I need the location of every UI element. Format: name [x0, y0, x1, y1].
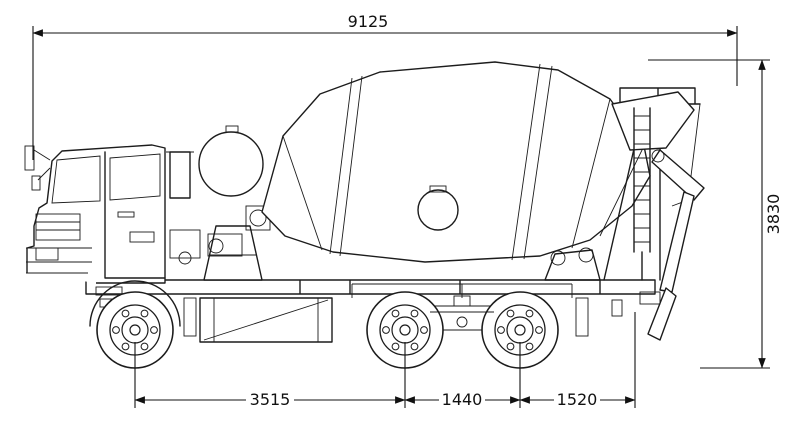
ladder [633, 107, 651, 281]
rear-frame [603, 87, 701, 281]
dimension-rear-overhang: 1520 [519, 390, 636, 409]
cab [24, 144, 201, 308]
dim-label-rear-overhang: 1520 [557, 390, 598, 409]
door-handle [117, 211, 135, 218]
pump-unit [169, 229, 201, 259]
door-window [109, 153, 161, 201]
mixer-drum [261, 61, 651, 263]
loading-hopper [611, 91, 695, 151]
dim-label-overall-length: 9125 [348, 12, 389, 31]
dimension-wheelbase: 3515 [134, 390, 406, 409]
drum-manhole [417, 189, 459, 231]
drum-roller-support [544, 247, 601, 281]
dimension-overall-height: 3830 [648, 59, 783, 369]
dimension-rear-axle-spacing: 1440 [404, 390, 521, 409]
mirror [24, 145, 35, 171]
dim-label-overall-height: 3830 [764, 194, 783, 235]
bottom-extension-lines [134, 312, 636, 408]
grille [35, 213, 81, 241]
mirror-arms [33, 149, 51, 181]
dim-label-rear-axle-spacing: 1440 [442, 390, 483, 409]
drum-drive-pedestal [203, 205, 271, 281]
side-window [51, 155, 101, 204]
chassis-frame [85, 279, 656, 337]
fuel-tank-box [199, 297, 333, 343]
dimension-overall-length: 9125 [32, 12, 738, 160]
water-tank [198, 125, 264, 197]
discharge-chute [639, 149, 705, 341]
cab-step-upper [95, 286, 123, 296]
cab-badge [129, 231, 155, 243]
rear-suspension [430, 295, 494, 331]
tow-hitch [639, 291, 661, 305]
front-wheel-arch [89, 280, 181, 327]
mirror-lower [31, 175, 41, 191]
mixer-truck-drawing [24, 61, 705, 369]
dim-label-wheelbase: 3515 [250, 390, 291, 409]
air-intake [169, 151, 191, 199]
headlight [35, 247, 59, 261]
